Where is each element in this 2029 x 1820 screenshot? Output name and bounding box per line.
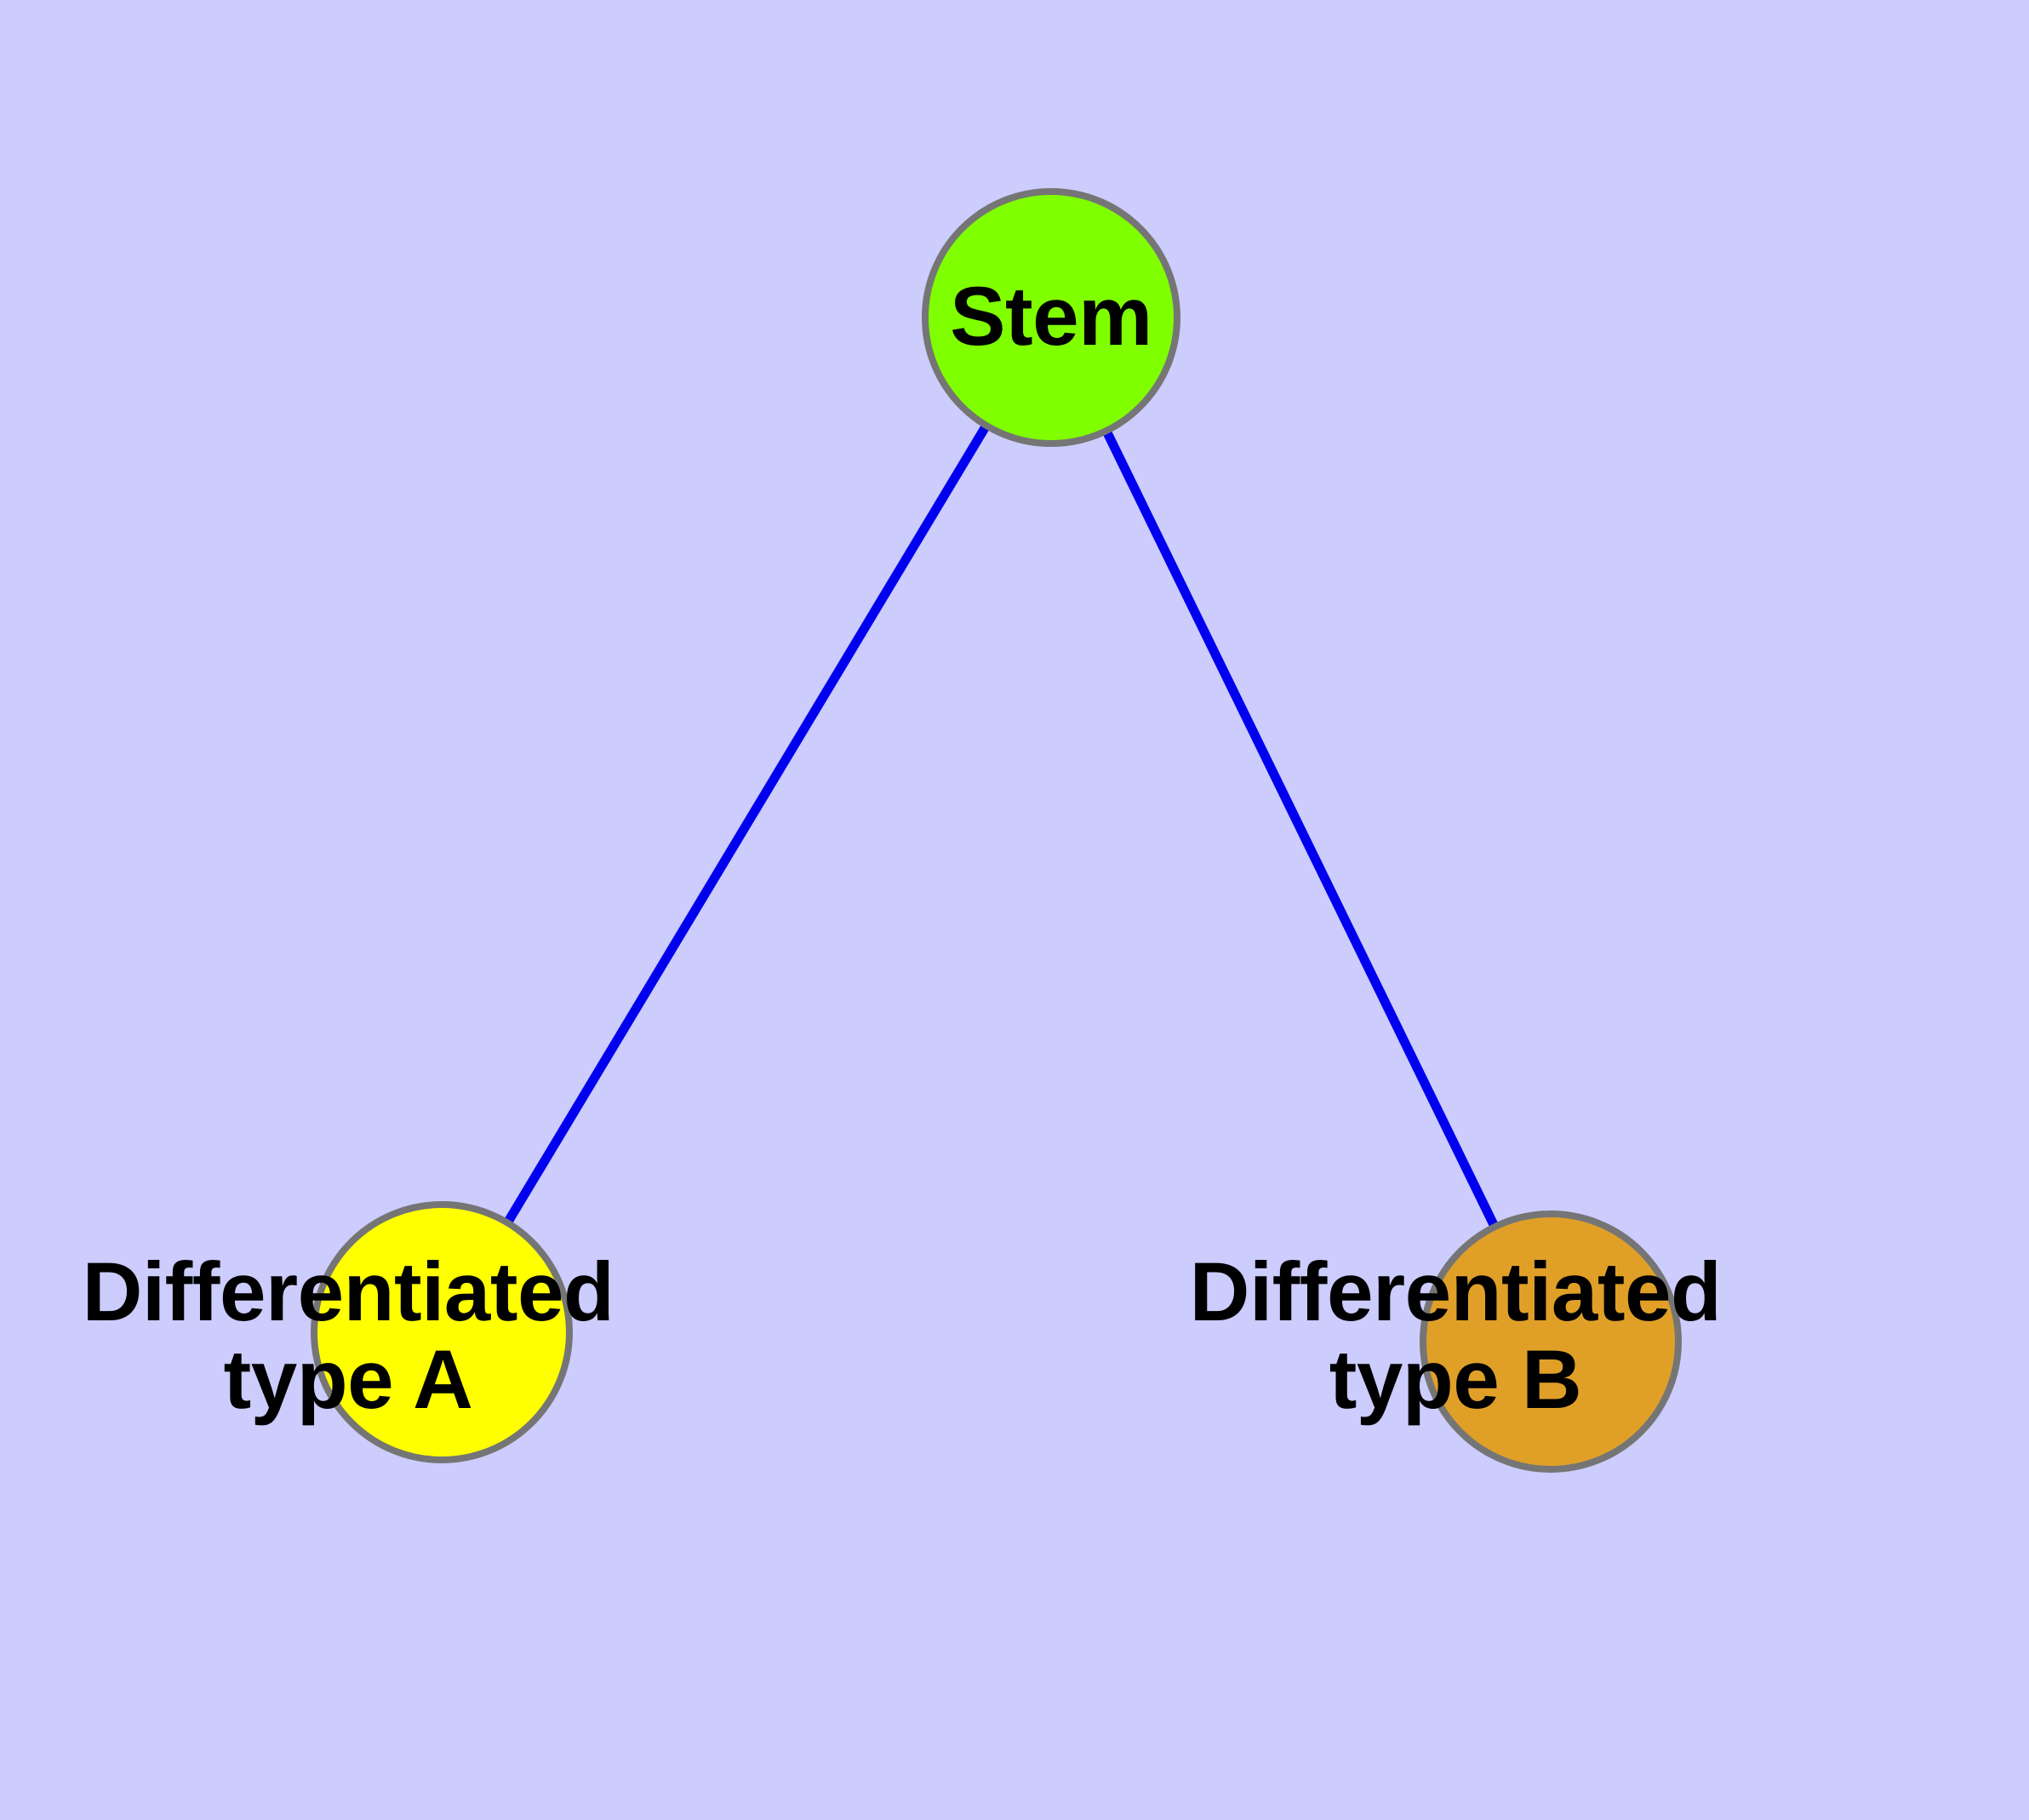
node-diff-b[interactable] — [1420, 1210, 1682, 1473]
node-diff-a[interactable] — [311, 1201, 573, 1463]
node-stem[interactable] — [922, 188, 1180, 447]
edge-stem-to-diff-a[interactable] — [437, 315, 1055, 1335]
edge-stem-to-diff-b[interactable] — [1047, 315, 1555, 1344]
